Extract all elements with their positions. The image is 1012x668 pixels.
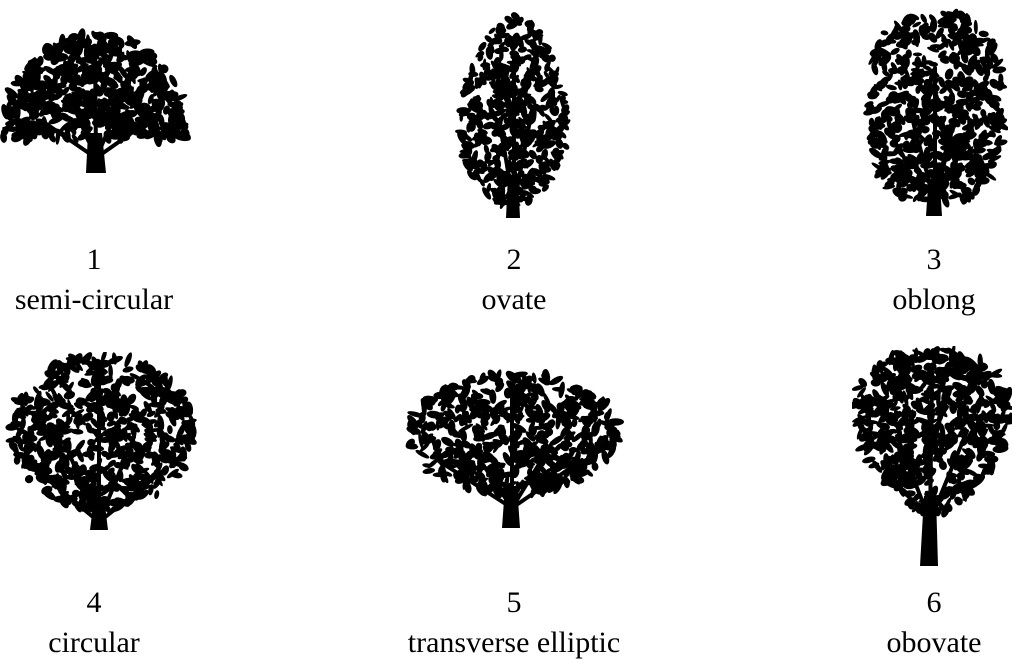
shape-name: oblong [892,283,976,316]
tree-obovate [852,346,1012,566]
tree-oblong [863,8,1008,216]
shape-name: ovate [481,283,547,316]
branches [497,58,534,207]
tree-semi-circular [0,28,191,173]
tree-ovate [455,12,571,218]
branches [37,380,166,524]
shape-number: 4 [86,586,102,619]
shape-number: 2 [506,243,522,276]
shape-name: semi-circular [14,283,174,316]
branches [910,66,959,205]
tree-circular [5,352,197,530]
crown-foliage [455,12,571,211]
shape-number: 3 [926,243,942,276]
shape-name: transverse elliptic [407,626,621,659]
shape-number: 6 [926,586,942,619]
tree-transverse-elliptic [405,369,624,528]
crown-foliage [852,346,1012,518]
shape-name: obovate [886,626,982,659]
crown-foliage [863,8,1008,208]
shape-number: 1 [86,243,102,276]
branches [440,396,584,510]
shape-number: 5 [506,586,522,619]
branches [43,46,152,160]
shape-name: circular [48,626,140,659]
crown-foliage [5,352,197,514]
branches [895,374,969,523]
crown-foliage [0,28,191,148]
